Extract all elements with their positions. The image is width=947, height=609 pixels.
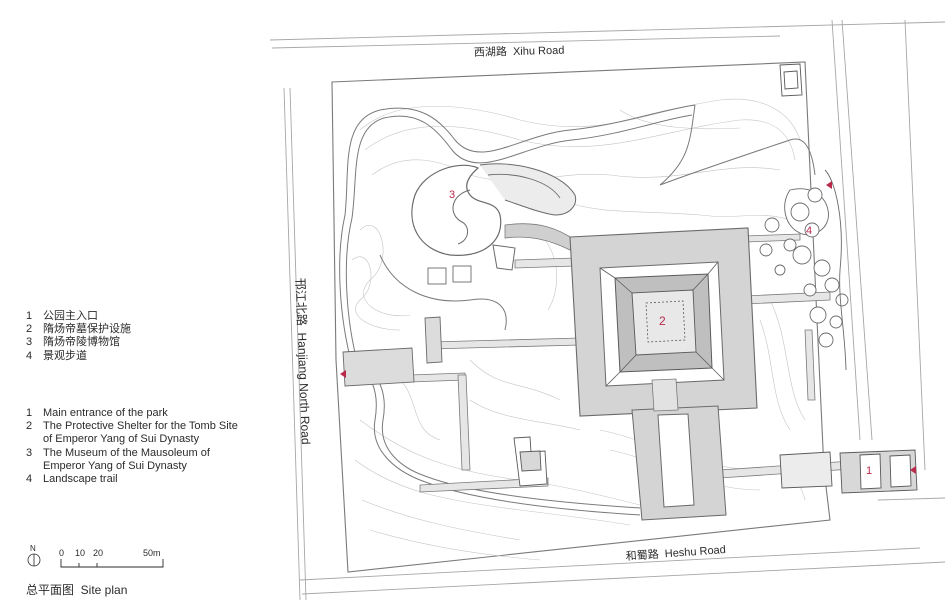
legend-en-text: Landscape trail — [43, 473, 118, 486]
scale-tick-0: 0 — [59, 548, 65, 558]
legend-cn-item: 3 隋炀帝陵博物馆 — [26, 336, 131, 349]
north-label: N — [30, 544, 36, 553]
west-entrance-block — [342, 316, 443, 387]
legend-cn-text: 隋炀帝墓保护设施 — [43, 323, 131, 336]
legend-cn-number: 1 — [26, 310, 33, 322]
winding-paths — [339, 104, 816, 516]
legend-cn-text: 景观步道 — [43, 349, 87, 362]
road-label-south: 和蜀路 Heshu Road — [625, 543, 726, 563]
marker-3: 3 — [449, 189, 455, 201]
legend-chinese: 1 公园主入口 2 隋炀帝墓保护设施 3 隋炀帝陵博物馆 4 景观步道 — [26, 310, 131, 363]
landscape-trail — [759, 169, 849, 371]
street-lines — [269, 19, 946, 601]
legend-cn-text: 公园主入口 — [43, 310, 98, 322]
plan-title: 总平面图 Site plan — [26, 583, 128, 597]
legend-en-number: 4 — [26, 473, 33, 486]
legend-english: 1 Main entrance of the park 2 The Protectiv… — [26, 407, 238, 486]
legend-en-item: 1 Main entrance of the park — [26, 407, 238, 420]
road-label-west: 邗江北路 Hanjiang North Road — [293, 278, 314, 445]
legend-en-item: 3 The Museum of the Mausoleum of — [26, 447, 238, 460]
legend-en-item: of Emperor Yang of Sui Dynasty — [26, 433, 238, 446]
scale-tick-10: 10 — [75, 548, 86, 558]
ruin-structure — [513, 436, 548, 487]
entry-arrow-icon — [910, 466, 916, 474]
road-label-north: 西湖路 Xihu Road — [474, 44, 565, 59]
walkways — [409, 233, 867, 493]
legend-en-number — [26, 460, 43, 473]
legend-en-text: The Museum of the Mausoleum of — [43, 446, 210, 459]
legend-en-text: Emperor Yang of Sui Dynasty — [43, 459, 187, 472]
legend-en-number: 2 — [26, 420, 33, 433]
main-entrance — [779, 449, 918, 494]
legend-en-item: 2 The Protective Shelter for the Tomb Sit… — [26, 420, 238, 433]
marker-4: 4 — [806, 225, 812, 237]
entry-arrow-icons — [340, 181, 916, 474]
legend-cn-item: 2 隋炀帝墓保护设施 — [26, 323, 131, 336]
legend-en-text: Main entrance of the park — [43, 407, 168, 419]
legend-cn-number: 2 — [26, 323, 33, 336]
legend-en-text: of Emperor Yang of Sui Dynasty — [43, 433, 200, 446]
marker-2: 2 — [659, 314, 666, 328]
legend-en-text: The Protective Shelter for the Tomb Site — [43, 420, 238, 433]
north-arrow-icon: N — [27, 544, 41, 567]
scale-bar — [60, 559, 164, 568]
legend-en-number — [26, 433, 43, 446]
marker-1: 1 — [866, 465, 872, 477]
legend-cn-item: 4 景观步道 — [26, 350, 131, 363]
legend-cn-number: 3 — [26, 336, 33, 349]
ne-pavilion — [779, 63, 803, 97]
legend-en-item: Emperor Yang of Sui Dynasty — [26, 460, 238, 473]
legend-en-item: 4 Landscape trail — [26, 473, 238, 486]
legend-en-number: 3 — [26, 446, 33, 459]
museum-building — [411, 163, 577, 285]
legend-cn-text: 隋炀帝陵博物馆 — [43, 336, 120, 349]
legend-cn-item: 1 公园主入口 — [26, 310, 131, 323]
legend-en-number: 1 — [26, 407, 33, 419]
protective-shelter — [569, 227, 758, 521]
legend-cn-number: 4 — [26, 349, 33, 362]
entry-arrow-icon — [826, 181, 832, 189]
site-boundary — [331, 61, 831, 573]
scale-tick-50: 50m — [143, 548, 161, 558]
entry-arrow-icon — [340, 370, 346, 378]
scale-tick-20: 20 — [93, 548, 104, 558]
